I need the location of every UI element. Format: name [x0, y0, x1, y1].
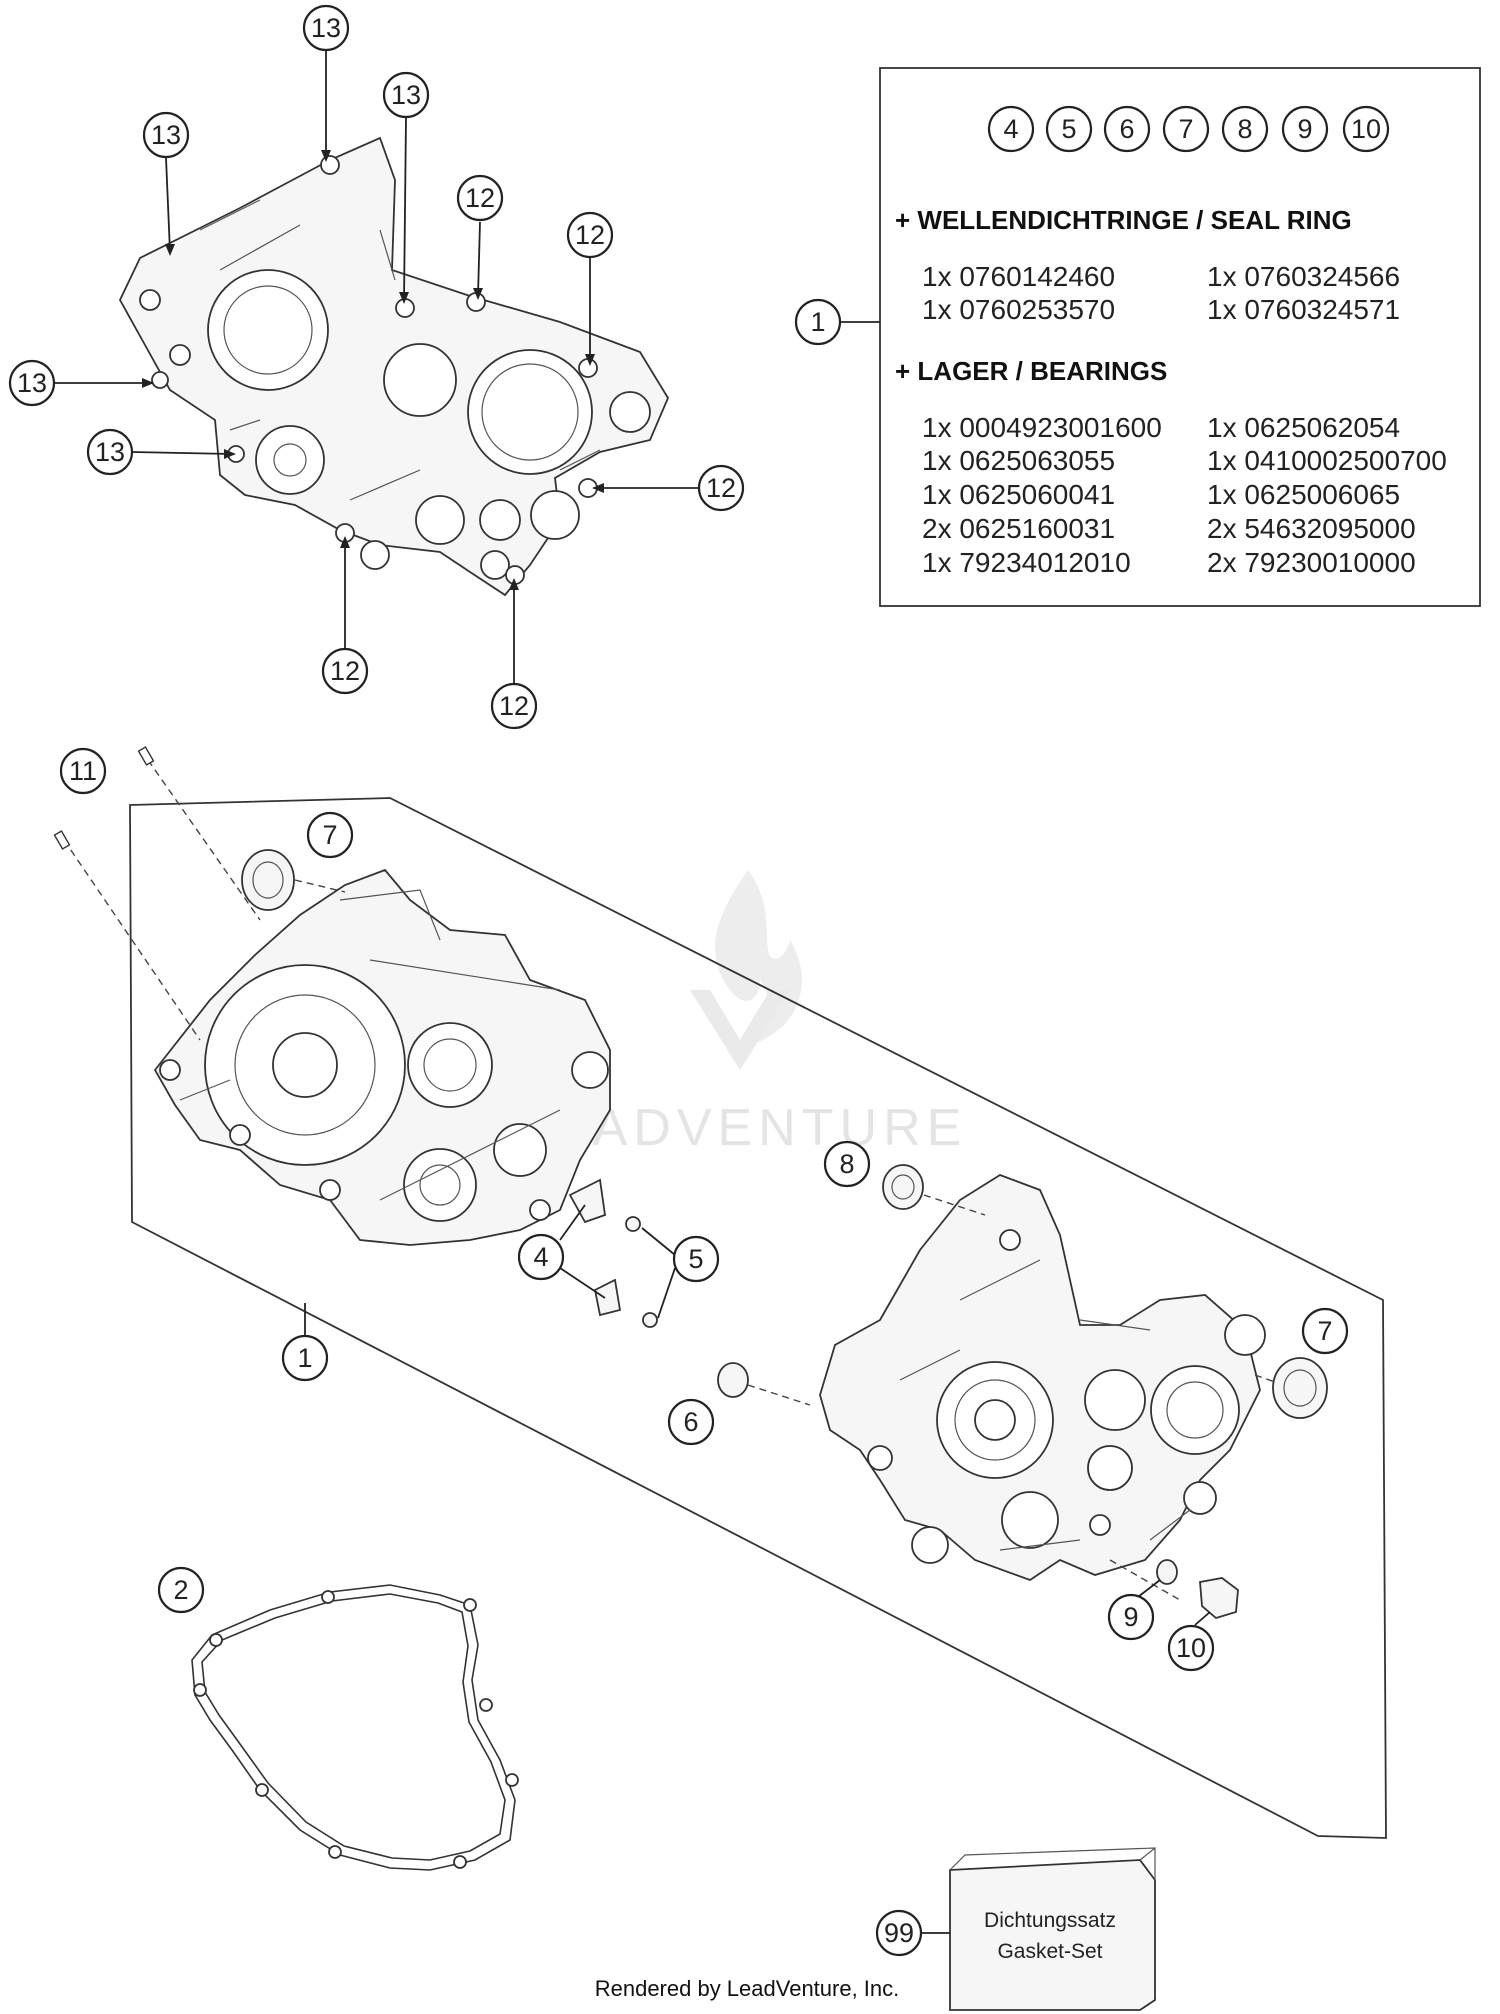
- bearing-part-number: 2x 0625160031: [922, 513, 1115, 544]
- callout-2[interactable]: [157, 1566, 205, 1614]
- callout-12[interactable]: [321, 647, 369, 695]
- callout-label: 5: [688, 1244, 703, 1274]
- callout-13[interactable]: [382, 71, 430, 119]
- callout-label: 4: [533, 1242, 548, 1272]
- callout-label: 11: [69, 756, 97, 786]
- item-number: 10: [1351, 114, 1381, 144]
- gasket-set-label-en: Gasket-Set: [997, 1940, 1102, 1963]
- parts-list-box: 1 4 5 6 7 8 9 10 + WELLENDICHTRINGE / SE…: [794, 67, 1481, 607]
- seal-ring-left: 7: [241, 811, 354, 911]
- callout-10[interactable]: [1167, 1624, 1215, 1672]
- callout-label: 2: [173, 1575, 188, 1605]
- bearing-part-number: 1x 0625063055: [922, 445, 1115, 476]
- parts-list-frame: [879, 67, 1481, 607]
- seal-part-number: 1x 0760324566: [1207, 261, 1400, 292]
- seal-ring-8: 8: [823, 1140, 986, 1216]
- bearings-heading: + LAGER / BEARINGS: [895, 356, 1167, 386]
- item-number: 7: [1178, 114, 1193, 144]
- callout-label: 8: [839, 1149, 854, 1179]
- callout-5[interactable]: [672, 1235, 720, 1283]
- callout-12[interactable]: [566, 211, 614, 259]
- callout-13[interactable]: [142, 111, 190, 159]
- callout-4[interactable]: [517, 1233, 565, 1281]
- callout-13[interactable]: [302, 4, 350, 52]
- drain-plug-parts: 9 10: [1107, 1559, 1239, 1672]
- item-number: 9: [1297, 114, 1312, 144]
- seal-ring-heading: + WELLENDICHTRINGE / SEAL RING: [895, 205, 1352, 235]
- callout-label: 1: [297, 1343, 312, 1373]
- item-number: 8: [1237, 114, 1252, 144]
- crankcase-left-half: [153, 868, 611, 1246]
- callout-label: 12: [706, 473, 736, 503]
- watermark-logo: ADVENTURE: [593, 870, 968, 1157]
- bushing-6: 6: [667, 1362, 811, 1446]
- callout-13[interactable]: [8, 359, 56, 407]
- included-item-numbers: 4 5 6 7 8 9 10: [987, 105, 1390, 153]
- callout-6[interactable]: [667, 1398, 715, 1446]
- callouts-top: 13 13 13 13 13 12 12 12 12: [8, 4, 745, 730]
- bearing-part-number: 1x 0625060041: [922, 479, 1115, 510]
- item-number: 6: [1119, 114, 1134, 144]
- callout-99[interactable]: [875, 1909, 923, 1957]
- callout-label: 9: [1123, 1602, 1138, 1632]
- bearing-part-number: 1x 0625006065: [1207, 479, 1400, 510]
- bearing-part-number: 1x 0625062054: [1207, 412, 1400, 443]
- render-credit: Rendered by LeadVenture, Inc.: [595, 1976, 900, 2001]
- seal-ring-right: 7: [1254, 1307, 1349, 1419]
- callout-8[interactable]: [823, 1140, 871, 1188]
- bearing-part-number: 1x 79234012010: [922, 547, 1131, 578]
- callout-1[interactable]: [281, 1334, 329, 1382]
- callout-label: 10: [1176, 1633, 1206, 1663]
- gasket-set-kit: Dichtungssatz Gasket-Set 99: [875, 1847, 1156, 2011]
- watermark-text: ADVENTURE: [593, 1099, 968, 1157]
- assembly-frame: [129, 797, 1387, 1839]
- callout-12[interactable]: [456, 174, 504, 222]
- oil-nozzle-parts: 4 5: [517, 1178, 720, 1328]
- crankcase-top-view: [118, 136, 670, 597]
- callout-label: 7: [1317, 1316, 1332, 1346]
- callout-label: 99: [884, 1918, 914, 1948]
- dowel-pins: 11: [53, 746, 261, 1041]
- callout-label: 12: [465, 183, 495, 213]
- callout-1[interactable]: [794, 298, 842, 346]
- seal-part-number: 1x 0760253570: [922, 294, 1115, 325]
- bearing-part-number: 1x 0004923001600: [922, 412, 1162, 443]
- callout-7[interactable]: [1301, 1307, 1349, 1355]
- callout-assembly-1: 1: [281, 1303, 329, 1382]
- callout-label: 13: [311, 13, 341, 43]
- callout-12[interactable]: [697, 464, 745, 512]
- seal-part-number: 1x 0760324571: [1207, 294, 1400, 325]
- callout-label: 13: [17, 368, 47, 398]
- bearing-part-number: 2x 54632095000: [1207, 513, 1416, 544]
- callout-label: 12: [330, 656, 360, 686]
- item-number: 4: [1003, 114, 1018, 144]
- callout-13[interactable]: [86, 428, 134, 476]
- bearing-part-number: 1x 0410002500700: [1207, 445, 1447, 476]
- callout-label: 1: [810, 307, 825, 337]
- seal-part-number: 1x 0760142460: [922, 261, 1115, 292]
- callout-12[interactable]: [490, 682, 538, 730]
- crankcase-right-half: [819, 1174, 1266, 1582]
- callout-label: 12: [499, 691, 529, 721]
- bearing-part-number: 2x 79230010000: [1207, 547, 1416, 578]
- callout-label: 13: [95, 437, 125, 467]
- callout-label: 6: [683, 1407, 698, 1437]
- callout-11[interactable]: [59, 747, 107, 795]
- gasket-set-label-de: Dichtungssatz: [984, 1909, 1116, 1932]
- callout-label: 7: [322, 820, 337, 850]
- clutch-cover-gasket: 2: [157, 1566, 519, 1871]
- callout-label: 12: [575, 220, 605, 250]
- callout-7[interactable]: [306, 811, 354, 859]
- callout-label: 13: [151, 120, 181, 150]
- item-number: 5: [1061, 114, 1076, 144]
- callout-label: 13: [391, 80, 421, 110]
- callout-9[interactable]: [1107, 1593, 1155, 1641]
